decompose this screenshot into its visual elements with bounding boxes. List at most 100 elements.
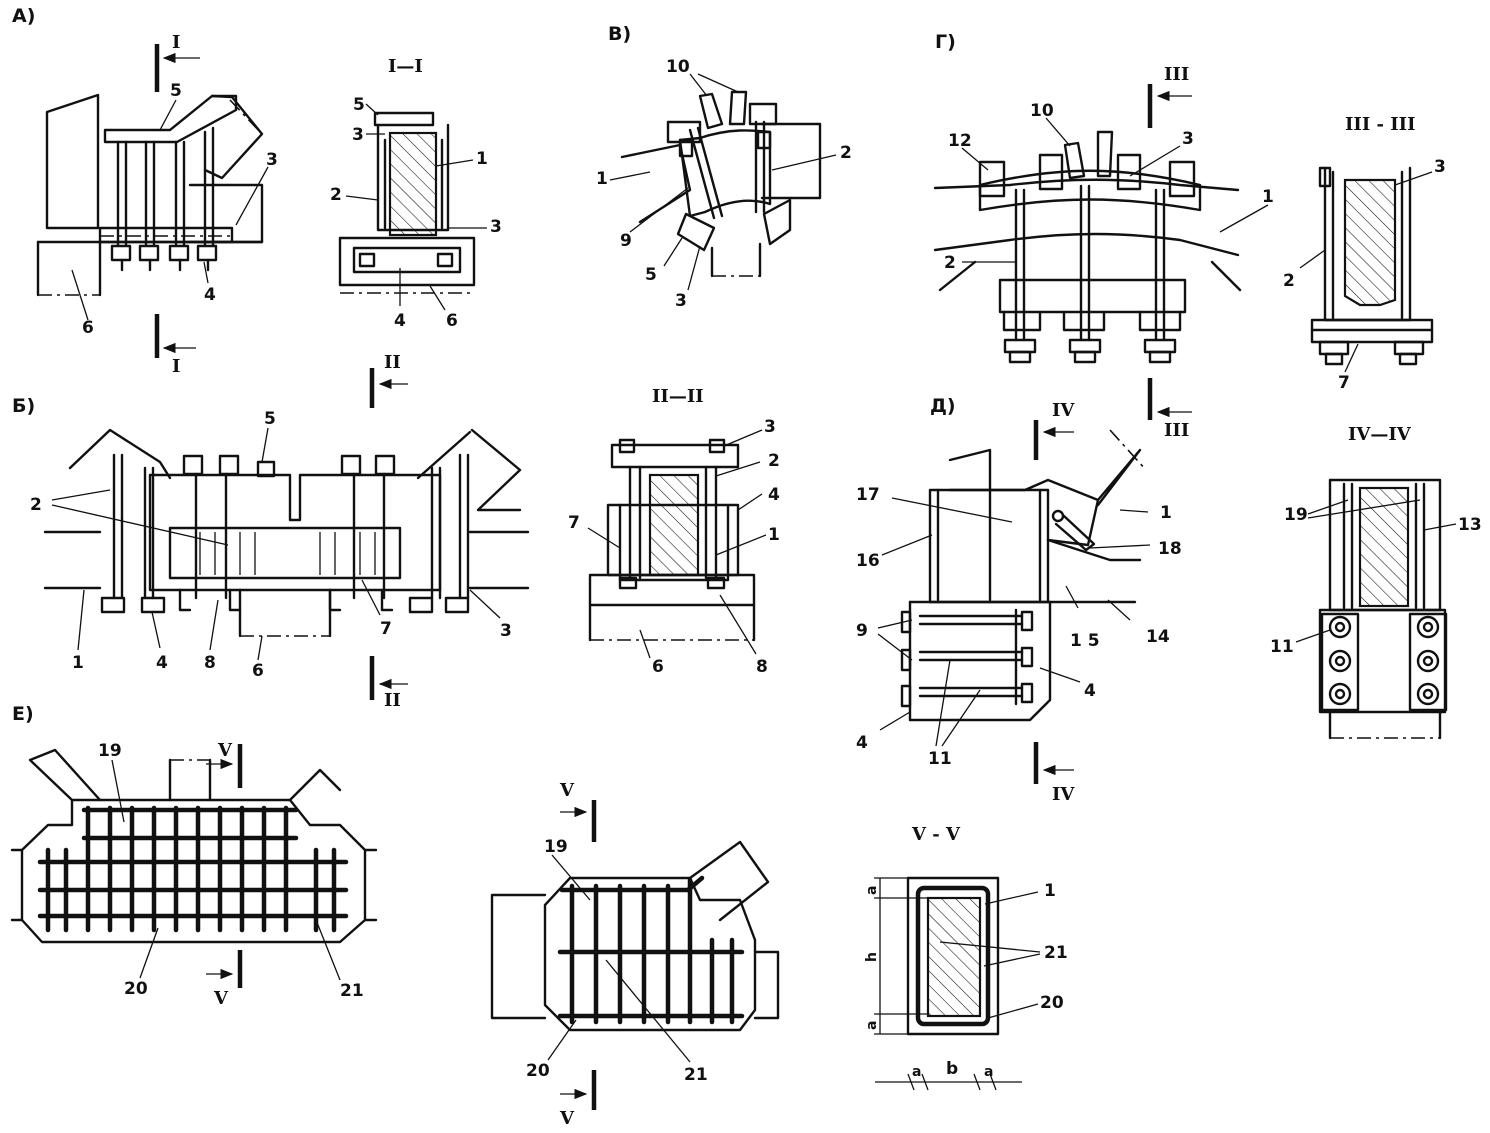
callout-a-4: 4 bbox=[204, 285, 216, 305]
section-i-i-title: I—I bbox=[388, 56, 423, 77]
callout-e-21: 21 bbox=[340, 981, 364, 1001]
callout-a-5: 5 bbox=[170, 81, 182, 101]
callout-s1-2: 2 bbox=[330, 185, 342, 205]
callout-d-1: 1 bbox=[1160, 503, 1172, 523]
callout-b-1: 1 bbox=[72, 653, 84, 673]
callout-s3-3: 3 bbox=[1434, 157, 1446, 177]
callout-d-15: 1 5 bbox=[1070, 631, 1100, 651]
section-iv-iv: IV—IV 19 13 11 bbox=[1270, 424, 1482, 740]
panel-b-label: Б) bbox=[12, 395, 35, 417]
callout-s1-4: 4 bbox=[394, 311, 406, 331]
callout-d-4a: 4 bbox=[1084, 681, 1096, 701]
callout-m-19: 19 bbox=[544, 837, 568, 857]
callout-b-5: 5 bbox=[264, 409, 276, 429]
cut-mark-v-e-bottom: V bbox=[213, 988, 229, 1009]
callout-b-2: 2 bbox=[30, 495, 42, 515]
section-iii-iii: III - III 3 2 7 bbox=[1283, 114, 1446, 393]
panel-e-label: Е) bbox=[12, 703, 34, 725]
callout-m-21: 21 bbox=[684, 1065, 708, 1085]
callout-s3-7: 7 bbox=[1338, 373, 1350, 393]
cut-mark-i-bottom: I bbox=[172, 356, 180, 377]
panel-g: Г) 12 10 3 1 2 I bbox=[933, 31, 1274, 441]
callout-g-12: 12 bbox=[948, 131, 972, 151]
callout-v-2: 2 bbox=[840, 143, 852, 163]
callout-s3-2: 2 bbox=[1283, 271, 1295, 291]
panel-a: А) bbox=[12, 5, 278, 377]
panel-a-label: А) bbox=[12, 5, 35, 27]
section-v-v: V - V a h a a b a 1 21 20 bbox=[864, 824, 1068, 1091]
callout-s2-1: 1 bbox=[768, 525, 780, 545]
dim-a-top: a bbox=[864, 886, 880, 895]
callout-g-2: 2 bbox=[944, 253, 956, 273]
panel-d: Д) bbox=[856, 395, 1182, 805]
callout-a-6: 6 bbox=[82, 318, 94, 338]
callout-m-20: 20 bbox=[526, 1061, 550, 1081]
callout-v-3: 3 bbox=[675, 291, 687, 311]
callout-s1-3a: 3 bbox=[352, 125, 364, 145]
section-iv-iv-title: IV—IV bbox=[1348, 424, 1412, 445]
cut-mark-v-mid-bottom: V bbox=[559, 1108, 575, 1129]
cut-mark-iv-top: IV bbox=[1052, 400, 1075, 421]
callout-b-7: 7 bbox=[380, 619, 392, 639]
callout-s1-6: 6 bbox=[446, 311, 458, 331]
section-ii-ii: II—II 3 2 4 7 1 6 8 bbox=[568, 386, 780, 677]
callout-s5-20: 20 bbox=[1040, 993, 1064, 1013]
callout-s2-8: 8 bbox=[756, 657, 768, 677]
callout-d-18: 18 bbox=[1158, 539, 1182, 559]
panel-v-label: В) bbox=[608, 23, 631, 45]
callout-d-11: 11 bbox=[928, 749, 952, 769]
callout-d-17: 17 bbox=[856, 485, 880, 505]
callout-e-19: 19 bbox=[98, 741, 122, 761]
cut-mark-v-mid-top: V bbox=[559, 780, 575, 801]
callout-d-14: 14 bbox=[1146, 627, 1170, 647]
callout-b-3: 3 bbox=[500, 621, 512, 641]
callout-s2-7: 7 bbox=[568, 513, 580, 533]
callout-b-8: 8 bbox=[204, 653, 216, 673]
callout-s5-21: 21 bbox=[1044, 943, 1068, 963]
cut-mark-ii-bottom: II bbox=[384, 690, 401, 711]
callout-b-4: 4 bbox=[156, 653, 168, 673]
panel-d-label: Д) bbox=[930, 395, 956, 417]
section-iii-iii-title: III - III bbox=[1345, 114, 1416, 135]
callout-s2-2: 2 bbox=[768, 451, 780, 471]
callout-d-4b: 4 bbox=[856, 733, 868, 753]
cut-mark-i-top: I bbox=[172, 32, 180, 53]
panel-v: В) 10 2 1 9 5 3 bbox=[596, 23, 852, 311]
callout-b-6: 6 bbox=[252, 661, 264, 681]
dim-a-left: a bbox=[912, 1064, 921, 1080]
callout-g-1: 1 bbox=[1262, 187, 1274, 207]
panel-e: Е) bbox=[10, 703, 378, 1009]
panel-g-label: Г) bbox=[935, 31, 956, 53]
cut-mark-iii-top: III bbox=[1164, 64, 1189, 85]
callout-s4-19: 19 bbox=[1284, 505, 1308, 525]
cut-mark-ii-top: II bbox=[384, 352, 401, 373]
callout-g-3: 3 bbox=[1182, 129, 1194, 149]
callout-s1-1: 1 bbox=[476, 149, 488, 169]
callout-s4-11: 11 bbox=[1270, 637, 1294, 657]
callout-s1-3b: 3 bbox=[490, 217, 502, 237]
section-i-i: I—I 5 3 1 2 3 4 6 bbox=[330, 56, 502, 331]
callout-s5-1: 1 bbox=[1044, 881, 1056, 901]
section-v-v-title: V - V bbox=[911, 824, 961, 845]
callout-d-9: 9 bbox=[856, 621, 868, 641]
callout-s2-3: 3 bbox=[764, 417, 776, 437]
callout-a-3: 3 bbox=[266, 150, 278, 170]
dim-b: b bbox=[946, 1059, 958, 1079]
callout-v-5: 5 bbox=[645, 265, 657, 285]
callout-e-20: 20 bbox=[124, 979, 148, 999]
callout-v-1: 1 bbox=[596, 169, 608, 189]
section-ii-ii-title: II—II bbox=[652, 386, 704, 407]
callout-g-10: 10 bbox=[1030, 101, 1054, 121]
cut-mark-v-e-top: V bbox=[217, 740, 233, 761]
callout-s1-5: 5 bbox=[353, 95, 365, 115]
callout-v-9: 9 bbox=[620, 231, 632, 251]
dim-a-bottom: a bbox=[864, 1021, 880, 1030]
panel-e-detail: 19 20 21 V V bbox=[490, 780, 780, 1129]
dim-h: h bbox=[864, 952, 880, 962]
dim-a-right: a bbox=[984, 1064, 993, 1080]
callout-d-16: 16 bbox=[856, 551, 880, 571]
callout-s2-6: 6 bbox=[652, 657, 664, 677]
callout-v-10: 10 bbox=[666, 57, 690, 77]
cut-mark-iv-bottom: IV bbox=[1052, 784, 1075, 805]
